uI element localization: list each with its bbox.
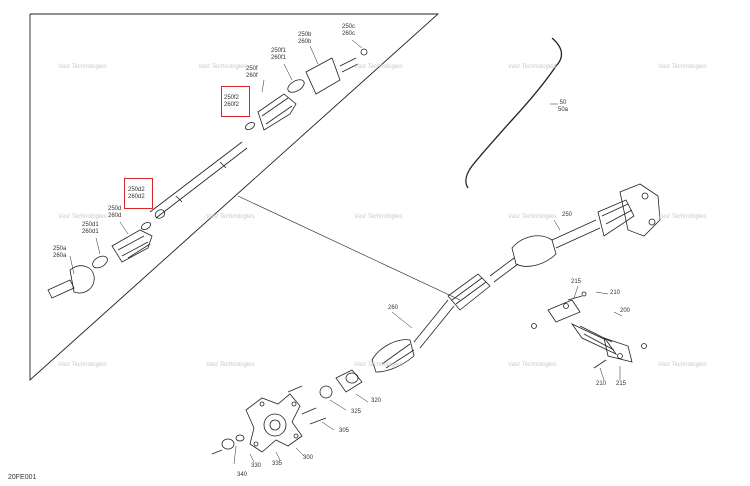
main-shaft-top xyxy=(413,299,449,343)
inset-ring-250c xyxy=(360,48,368,56)
inset-boot-250d xyxy=(111,229,153,263)
label-335: 335 xyxy=(272,461,283,467)
bolt-210-top xyxy=(567,295,583,301)
watermark: Vast Technologies xyxy=(58,214,107,220)
inset-frame xyxy=(29,13,440,382)
label-210-top: 210 xyxy=(610,290,621,296)
inset-clamp-250a xyxy=(92,255,108,269)
watermark: Vast Technologies xyxy=(508,64,557,70)
inner-cv-250 xyxy=(511,235,557,267)
inset-clamp-250f2 xyxy=(245,121,255,131)
main-shaft-bottom xyxy=(419,305,455,349)
label-320: 320 xyxy=(371,398,382,404)
label-330: 330 xyxy=(251,463,262,469)
label-250: 250 xyxy=(562,212,573,218)
label-300: 300 xyxy=(303,455,314,461)
highlight-250f2 xyxy=(221,86,250,117)
boot-260 xyxy=(447,273,491,311)
inset-shaft-top xyxy=(149,141,243,213)
label-340: 340 xyxy=(237,472,248,478)
watermark: Vast Technologies xyxy=(58,64,107,70)
watermark: Vast Technologies xyxy=(206,214,255,220)
label-215-bottom: 215 xyxy=(616,381,627,387)
bearing-320 xyxy=(335,369,363,393)
label-305: 305 xyxy=(339,428,350,434)
watermark: Vast Technologies xyxy=(206,362,255,368)
breather-tube-50 xyxy=(465,37,563,189)
inset-clamp-250f1 xyxy=(287,79,305,93)
label-210-bottom: 210 xyxy=(596,381,607,387)
wheel-hub-300 xyxy=(245,393,303,453)
label-200: 200 xyxy=(620,308,631,314)
watermark: Vast Technologies xyxy=(508,362,557,368)
hub-nut-330 xyxy=(221,438,235,450)
differential-yoke xyxy=(619,183,661,237)
cotter-pin-340 xyxy=(211,449,223,455)
steering-yoke-top xyxy=(547,299,581,323)
stud-305a xyxy=(287,385,303,393)
label-325: 325 xyxy=(351,409,362,415)
inset-cv-stub xyxy=(47,279,75,299)
watermark: Vast Technologies xyxy=(58,362,107,368)
watermark: Vast Technologies xyxy=(354,362,403,368)
watermark: Vast Technologies xyxy=(508,214,557,220)
bolt-210-bottom xyxy=(593,359,607,369)
watermark: Vast Technologies xyxy=(354,214,403,220)
inset-boot-250f xyxy=(257,93,297,131)
steering-yoke-bottom xyxy=(603,337,633,363)
boot-250 xyxy=(597,199,635,237)
watermark: Vast Technologies xyxy=(354,64,403,70)
inset-shaft-bottom xyxy=(155,147,248,219)
watermark: Vast Technologies xyxy=(198,64,247,70)
watermark: Vast Technologies xyxy=(658,362,707,368)
steering-shaft-200 xyxy=(570,322,618,356)
highlight-250d2 xyxy=(124,178,153,209)
snap-ring-325 xyxy=(319,385,333,399)
figure-id: 20FE001 xyxy=(8,474,37,481)
inset-clamp-250d2 xyxy=(141,221,151,231)
callout-leader-inset xyxy=(237,195,461,301)
watermark: Vast Technologies xyxy=(658,214,707,220)
label-260: 260 xyxy=(388,305,399,311)
inset-housing-250b xyxy=(305,57,341,95)
watermark: Vast Technologies xyxy=(658,64,707,70)
stud-305c xyxy=(309,417,327,425)
outer-cv-260 xyxy=(371,339,415,373)
label-215-top: 215 xyxy=(571,279,582,285)
stud-305b xyxy=(301,407,317,415)
